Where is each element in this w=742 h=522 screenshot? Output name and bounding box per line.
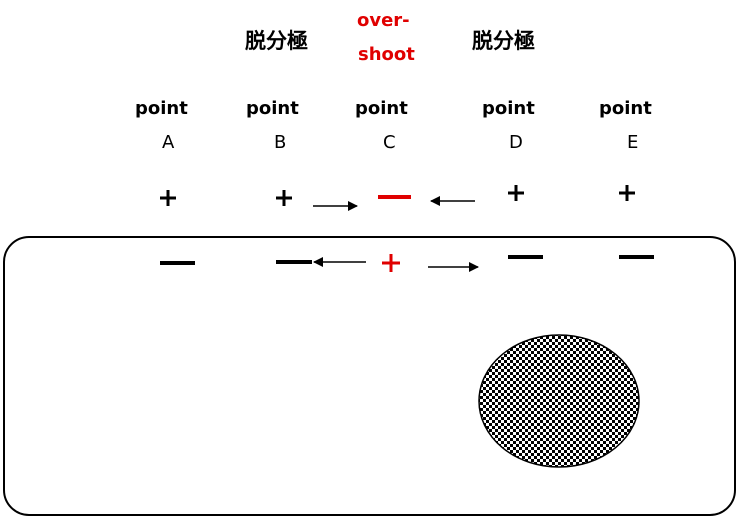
plus-icon <box>382 254 400 272</box>
plus-icon <box>619 185 635 201</box>
point-letter-b: B <box>274 132 287 153</box>
point-letter-a: A <box>162 132 175 153</box>
overshoot-label-line2: shoot <box>358 44 415 65</box>
cell-membrane <box>3 236 736 516</box>
plus-icon <box>160 190 176 206</box>
point-label-d: point <box>482 98 535 119</box>
plus-icon <box>276 190 292 206</box>
depolarization-label-right: 脱分極 <box>472 29 535 53</box>
nucleus <box>478 334 640 468</box>
plus-icon <box>508 185 524 201</box>
point-letter-e: E <box>627 132 639 153</box>
point-letter-c: C <box>383 132 396 153</box>
overshoot-label-line1: over- <box>357 10 410 31</box>
point-label-b: point <box>246 98 299 119</box>
point-label-c: point <box>355 98 408 119</box>
point-label-a: point <box>135 98 188 119</box>
depolarization-label-left: 脱分極 <box>245 29 308 53</box>
point-letter-d: D <box>509 132 523 153</box>
point-label-e: point <box>599 98 652 119</box>
